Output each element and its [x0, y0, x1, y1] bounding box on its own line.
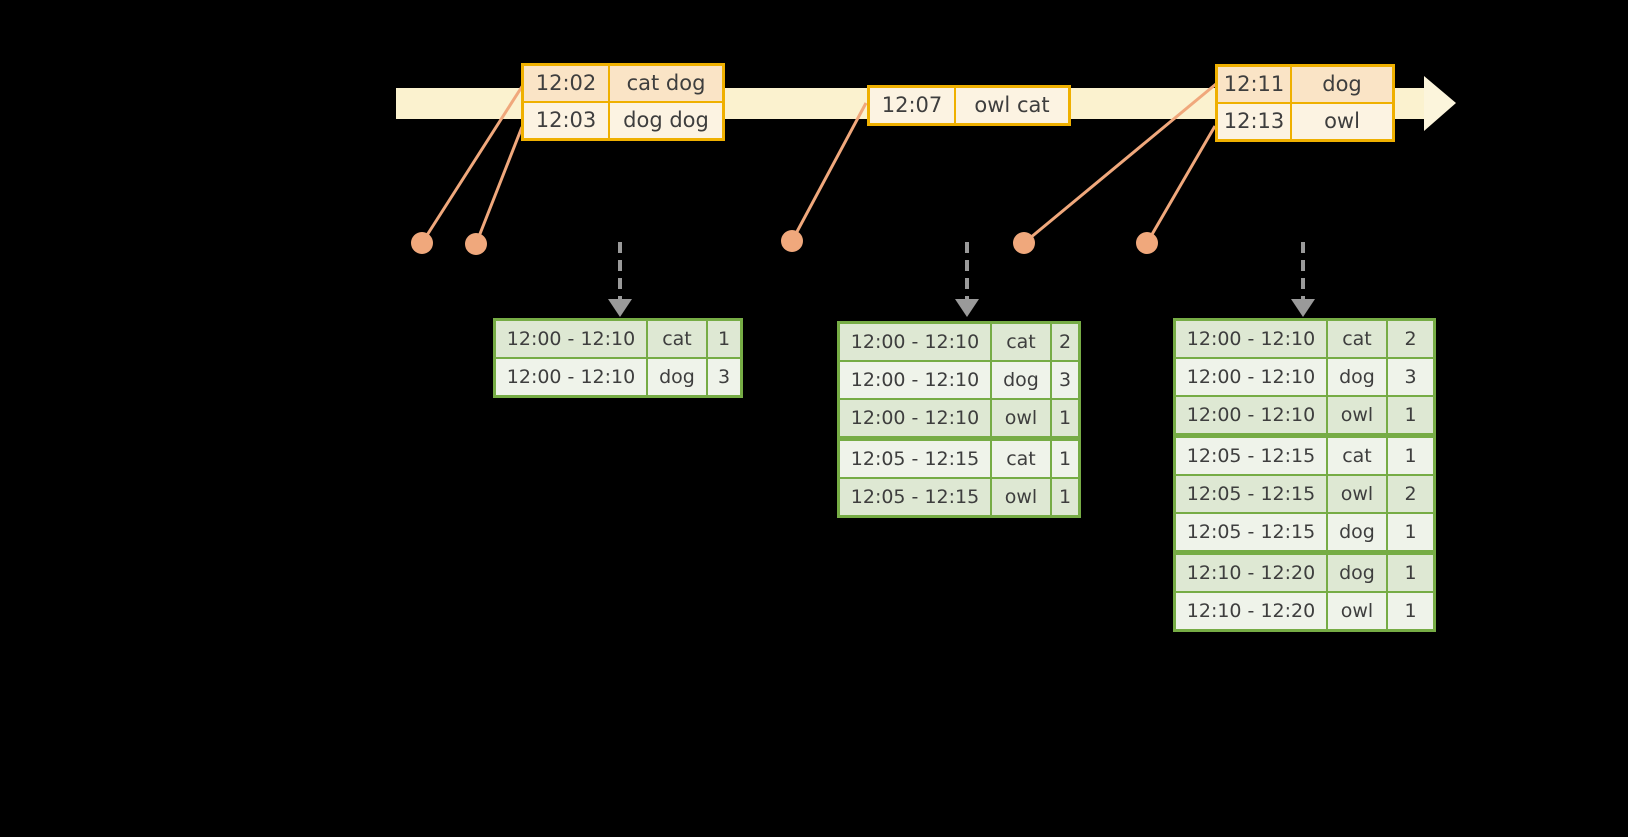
table-row: 12:05 - 12:15 owl 2: [1176, 476, 1433, 512]
word-cell: dog: [648, 359, 706, 395]
word-cell: cat: [992, 441, 1050, 477]
time-cell: 12:07: [870, 88, 954, 123]
table-row: 12:00 - 12:10 cat 2: [1176, 321, 1433, 357]
time-cell: 12:03: [524, 103, 608, 138]
window-cell: 12:05 - 12:15: [1176, 476, 1326, 512]
table-row: 12:00 - 12:10 cat 2: [840, 324, 1078, 360]
window-cell: 12:00 - 12:10: [496, 359, 646, 395]
word-cell: owl: [992, 479, 1050, 515]
event-dot-icon: [465, 233, 487, 255]
window-cell: 12:10 - 12:20: [1176, 593, 1326, 629]
count-cell: 2: [1388, 476, 1433, 512]
count-cell: 2: [1052, 324, 1078, 360]
word-cell: owl: [1328, 593, 1386, 629]
table-row: 12:05 - 12:15 cat 1: [1176, 438, 1433, 474]
table-row: 12:13 owl: [1218, 104, 1392, 139]
count-cell: 1: [1388, 438, 1433, 474]
event-leader-line: [420, 84, 525, 244]
trigger-arrowhead-icon: [955, 299, 979, 317]
table-row: 12:05 - 12:15 cat 1: [840, 441, 1078, 477]
words-cell: owl cat: [956, 88, 1068, 123]
table-row: 12:00 - 12:10 owl 1: [840, 400, 1078, 436]
table-row: 12:05 - 12:15 owl 1: [840, 479, 1078, 515]
event-leader-line: [1145, 125, 1217, 244]
event-dot-icon: [1013, 232, 1035, 254]
result-table-3: 12:00 - 12:10 cat 2 12:00 - 12:10 dog 3 …: [1173, 318, 1436, 632]
window-cell: 12:05 - 12:15: [1176, 438, 1326, 474]
event-leader-line: [474, 126, 524, 245]
count-cell: 1: [1388, 555, 1433, 591]
table-row: 12:00 - 12:10 cat 1: [496, 321, 740, 357]
word-cell: dog: [1328, 555, 1386, 591]
table-row: 12:11 dog: [1218, 67, 1392, 102]
word-cell: owl: [1328, 397, 1386, 433]
word-cell: cat: [992, 324, 1050, 360]
window-cell: 12:00 - 12:10: [840, 362, 990, 398]
table-row: 12:07 owl cat: [870, 88, 1068, 123]
word-cell: cat: [1328, 438, 1386, 474]
words-cell: dog: [1292, 67, 1392, 102]
event-table-3: 12:11 dog 12:13 owl: [1215, 64, 1395, 142]
table-row: 12:00 - 12:10 owl 1: [1176, 397, 1433, 433]
result-table-1: 12:00 - 12:10 cat 1 12:00 - 12:10 dog 3: [493, 318, 743, 398]
word-cell: owl: [992, 400, 1050, 436]
word-cell: dog: [992, 362, 1050, 398]
count-cell: 2: [1388, 321, 1433, 357]
event-leader-line: [1023, 82, 1217, 245]
table-row: 12:00 - 12:10 dog 3: [496, 359, 740, 395]
count-cell: 1: [1052, 479, 1078, 515]
table-row: 12:10 - 12:20 owl 1: [1176, 593, 1433, 629]
window-cell: 12:10 - 12:20: [1176, 555, 1326, 591]
window-cell: 12:00 - 12:10: [1176, 397, 1326, 433]
window-cell: 12:05 - 12:15: [840, 441, 990, 477]
words-cell: dog dog: [610, 103, 722, 138]
table-row: 12:10 - 12:20 dog 1: [1176, 555, 1433, 591]
event-dot-icon: [411, 232, 433, 254]
word-cell: cat: [1328, 321, 1386, 357]
table-row: 12:03 dog dog: [524, 103, 722, 138]
count-cell: 1: [1388, 593, 1433, 629]
window-cell: 12:05 - 12:15: [840, 479, 990, 515]
count-cell: 3: [708, 359, 740, 395]
table-row: 12:00 - 12:10 dog 3: [840, 362, 1078, 398]
count-cell: 1: [1052, 400, 1078, 436]
trigger-arrowhead-icon: [608, 299, 632, 317]
event-table-1: 12:02 cat dog 12:03 dog dog: [521, 63, 725, 141]
time-cell: 12:02: [524, 66, 608, 101]
event-table-2: 12:07 owl cat: [867, 85, 1071, 126]
words-cell: owl: [1292, 104, 1392, 139]
timeline-arrowhead-icon: [1424, 76, 1456, 131]
count-cell: 1: [708, 321, 740, 357]
trigger-arrowhead-icon: [1291, 299, 1315, 317]
count-cell: 1: [1388, 397, 1433, 433]
window-cell: 12:00 - 12:10: [840, 324, 990, 360]
window-cell: 12:00 - 12:10: [1176, 359, 1326, 395]
count-cell: 1: [1388, 514, 1433, 550]
count-cell: 3: [1388, 359, 1433, 395]
event-leader-line: [790, 102, 868, 242]
result-table-2: 12:00 - 12:10 cat 2 12:00 - 12:10 dog 3 …: [837, 321, 1081, 518]
table-row: 12:05 - 12:15 dog 1: [1176, 514, 1433, 550]
word-cell: owl: [1328, 476, 1386, 512]
table-row: 12:00 - 12:10 dog 3: [1176, 359, 1433, 395]
window-cell: 12:05 - 12:15: [1176, 514, 1326, 550]
count-cell: 1: [1052, 441, 1078, 477]
table-row: 12:02 cat dog: [524, 66, 722, 101]
window-cell: 12:00 - 12:10: [496, 321, 646, 357]
time-cell: 12:13: [1218, 104, 1290, 139]
time-cell: 12:11: [1218, 67, 1290, 102]
count-cell: 3: [1052, 362, 1078, 398]
words-cell: cat dog: [610, 66, 722, 101]
word-cell: dog: [1328, 359, 1386, 395]
event-dot-icon: [1136, 232, 1158, 254]
window-cell: 12:00 - 12:10: [1176, 321, 1326, 357]
window-cell: 12:00 - 12:10: [840, 400, 990, 436]
word-cell: cat: [648, 321, 706, 357]
event-dot-icon: [781, 230, 803, 252]
word-cell: dog: [1328, 514, 1386, 550]
